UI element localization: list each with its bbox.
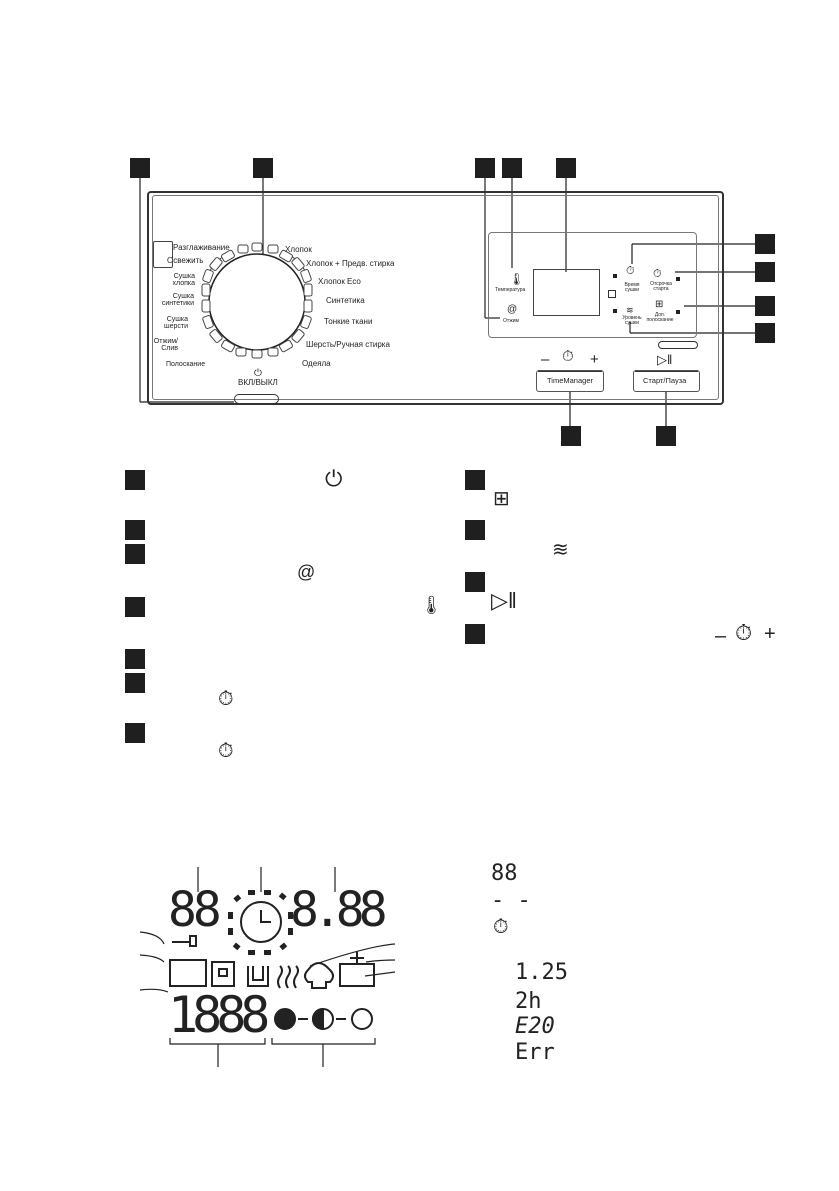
temperature-icon: 🌡 — [509, 272, 525, 286]
timemanager-button-line[interactable] — [538, 370, 602, 372]
lcd-digits-top-right: 8.88 — [290, 882, 388, 938]
program-label: Сушка шерсти — [163, 316, 188, 330]
timemanager-minus: – — [715, 625, 727, 647]
extra-rinse-icon: ⊞ — [493, 488, 510, 510]
timemanager-plate — [536, 370, 604, 392]
legend-marker — [125, 723, 145, 743]
delay-start-icon: ⏱ — [218, 740, 234, 762]
legend-marker — [125, 673, 145, 693]
spin-icon: @ — [297, 562, 316, 582]
dry-level-label[interactable]: Уровень сушки — [622, 315, 642, 326]
control-panel — [147, 191, 724, 405]
dry-time-icon: ⏱ — [218, 688, 234, 710]
callout-marker — [561, 426, 581, 446]
delay-start-icon: ⏱ — [653, 268, 662, 280]
steam-icon — [153, 241, 173, 268]
legend-marker — [465, 520, 485, 540]
lock-icon — [608, 290, 616, 298]
start-pause-label: Старт/Пауза — [643, 376, 687, 385]
power-label: ВКЛ/ВЫКЛ — [238, 378, 278, 387]
power-icon: ⏻ — [325, 466, 343, 491]
legend-marker — [125, 544, 145, 564]
indicator-led — [676, 310, 680, 314]
lcd-digits-bottom: 1888 — [168, 986, 270, 1044]
legend-example: 2h — [515, 989, 542, 1014]
legend-marker — [465, 624, 485, 644]
legend-marker — [125, 649, 145, 669]
program-label: Сушка синтетики — [161, 293, 194, 307]
dry-time-label[interactable]: Время сушки — [624, 282, 640, 293]
dry-level-icon: ≋ — [552, 539, 569, 561]
program-label: Шерсть/Ручная стирка — [306, 340, 390, 349]
indicator-led — [676, 277, 680, 281]
power-button[interactable] — [234, 394, 279, 404]
timemanager-minus[interactable]: – — [541, 351, 550, 368]
display-screen — [533, 269, 600, 316]
dry-level-icon: ≋ — [626, 305, 634, 315]
spin-icon: @ — [507, 304, 518, 315]
legend-dash-symbol: - - — [491, 888, 531, 913]
extra-rinse-label[interactable]: Доп. полоскание — [646, 312, 674, 323]
callout-marker — [755, 234, 775, 254]
legend-marker — [125, 597, 145, 617]
temperature-icon: 🌡 — [420, 595, 443, 615]
program-label: Хлопок — [285, 245, 312, 254]
timemanager-plus[interactable]: + — [590, 351, 599, 368]
legend-digits-symbol: 88 — [491, 861, 518, 886]
dry-time-icon: ⏱ — [626, 265, 635, 277]
legend-marker — [465, 572, 485, 592]
callout-marker — [755, 262, 775, 282]
timemanager-clock-icon: ⏱ — [562, 348, 574, 365]
program-label: Тонкие ткани — [324, 317, 373, 326]
delay-start-label[interactable]: Отсрочка старта — [650, 281, 672, 292]
program-label: Разглаживание — [173, 243, 230, 252]
program-label: Освежить — [167, 256, 204, 265]
legend-marker — [125, 520, 145, 540]
callout-marker — [755, 323, 775, 343]
callout-marker — [556, 158, 576, 178]
program-dial[interactable] — [190, 240, 340, 370]
callout-marker — [502, 158, 522, 178]
callout-marker — [253, 158, 273, 178]
legend-marker — [465, 470, 485, 490]
program-label: Полоскание — [166, 361, 206, 368]
control-panel-face — [152, 195, 719, 400]
indicator-led — [613, 309, 617, 313]
legend-marker — [125, 470, 145, 490]
power-icon: ⏻ — [254, 368, 262, 379]
callout-marker — [130, 158, 150, 178]
program-label: Синтетика — [326, 296, 365, 305]
legend-example: E20 — [515, 1014, 555, 1039]
panel-callout-lines — [139, 178, 755, 426]
extra-rinse-icon: ⊞ — [655, 299, 664, 310]
start-pause-icon: ▷‖ — [657, 352, 673, 367]
indicator-led — [613, 274, 617, 278]
timemanager-label: TimeManager — [547, 376, 593, 385]
start-pause-icon: ▷‖ — [491, 588, 518, 613]
callout-marker — [656, 426, 676, 446]
callout-marker — [755, 296, 775, 316]
lcd-diagram — [140, 867, 396, 1067]
legend-example: 1.25 — [515, 960, 568, 985]
program-label: Хлопок + Предв. стирка — [306, 259, 395, 268]
timemanager-plus: + — [764, 623, 776, 645]
start-pause-plate — [633, 370, 700, 392]
display-slot — [658, 341, 698, 349]
legend-example: Err — [515, 1040, 555, 1065]
program-label: Сушка хлопка — [172, 273, 195, 287]
program-label: Хлопок Eco — [318, 277, 361, 286]
lcd-digits-top-left: 88 — [168, 882, 222, 938]
program-label: Одеяла — [302, 359, 331, 368]
timemanager-clock-icon: ⏱ — [735, 620, 753, 645]
legend-clock-icon: ⏱ — [493, 916, 509, 938]
start-pause-button-line[interactable] — [635, 370, 698, 372]
program-label: Отжим/ Слив — [153, 338, 178, 352]
spin-label[interactable]: Отжим — [503, 318, 519, 324]
temperature-label[interactable]: Температура — [495, 287, 526, 293]
display-area — [488, 232, 697, 338]
callout-marker — [475, 158, 495, 178]
